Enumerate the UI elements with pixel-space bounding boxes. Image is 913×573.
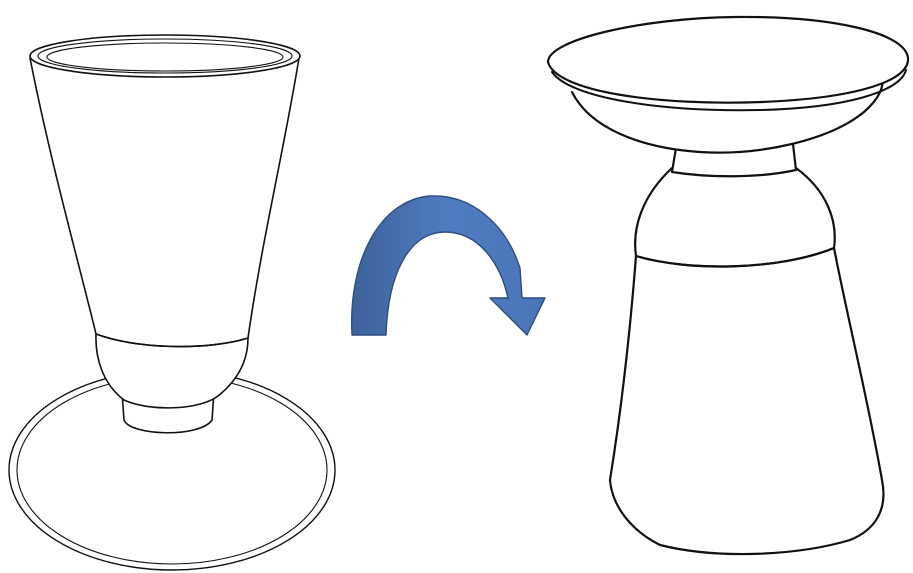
table-upper-body <box>635 168 835 266</box>
curved-flip-arrow-icon <box>352 196 545 335</box>
vase-body <box>30 58 299 347</box>
arrow-shape <box>352 196 545 335</box>
upright-vase-icon <box>9 35 335 570</box>
table-lower-body <box>610 248 883 554</box>
inverted-side-table-icon <box>548 17 908 554</box>
table-top-rim <box>548 17 908 103</box>
